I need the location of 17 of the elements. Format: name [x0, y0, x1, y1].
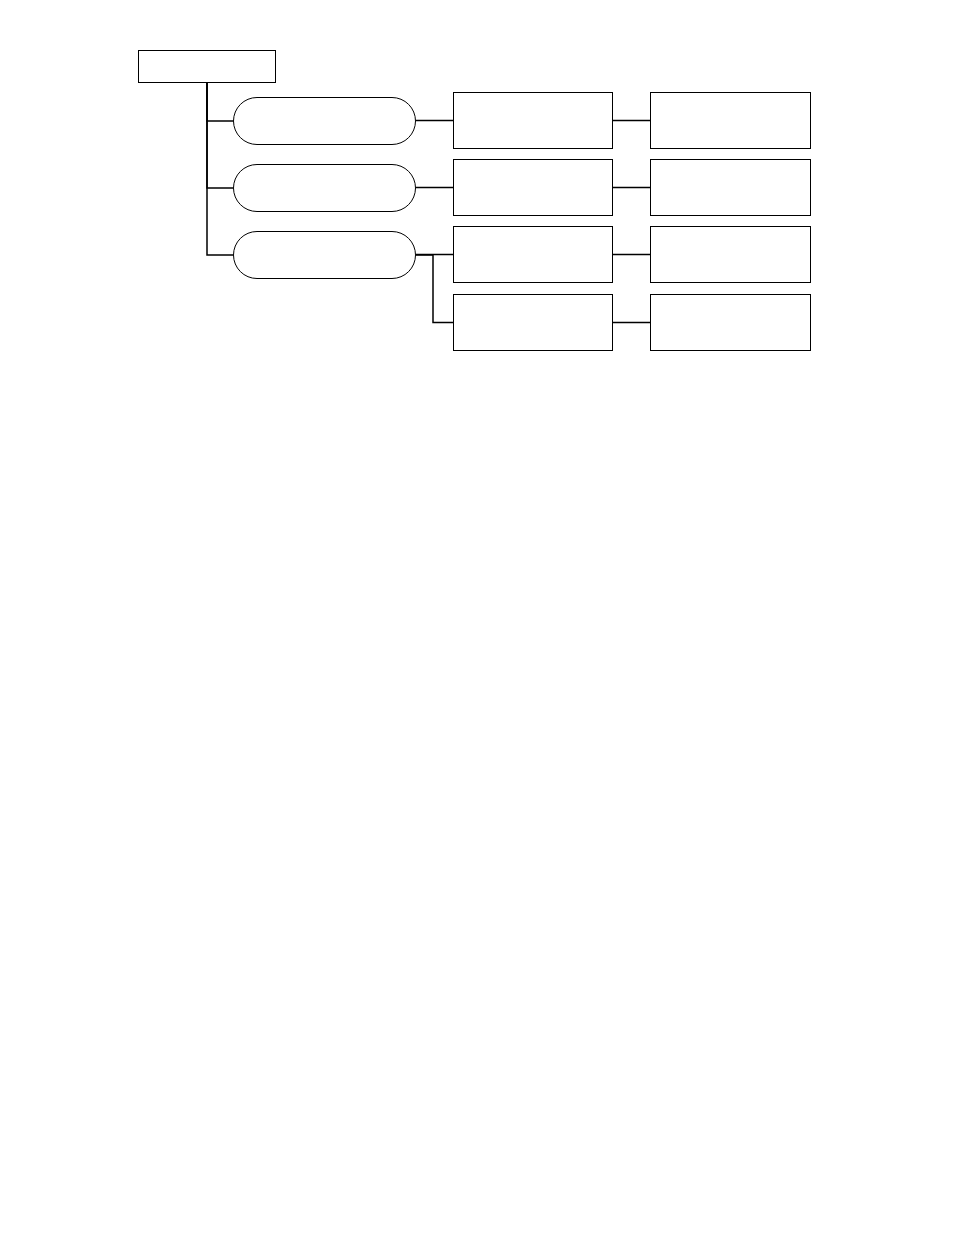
connector-line: [612, 186, 651, 189]
connector-line: [415, 254, 454, 324]
box-shape: [453, 92, 613, 149]
connector-line: [415, 119, 454, 122]
box-shape: [138, 50, 276, 83]
box-shape: [650, 92, 811, 149]
connector-line: [415, 186, 454, 189]
box-shape: [453, 159, 613, 216]
connector-line: [612, 321, 651, 324]
connector-line: [612, 119, 651, 122]
box-shape: [453, 226, 613, 283]
box-shape: [650, 226, 811, 283]
box-shape: [650, 159, 811, 216]
box-shape: [650, 294, 811, 351]
connector-line: [206, 82, 234, 256]
box-shape: [453, 294, 613, 351]
connector-line: [612, 253, 651, 256]
